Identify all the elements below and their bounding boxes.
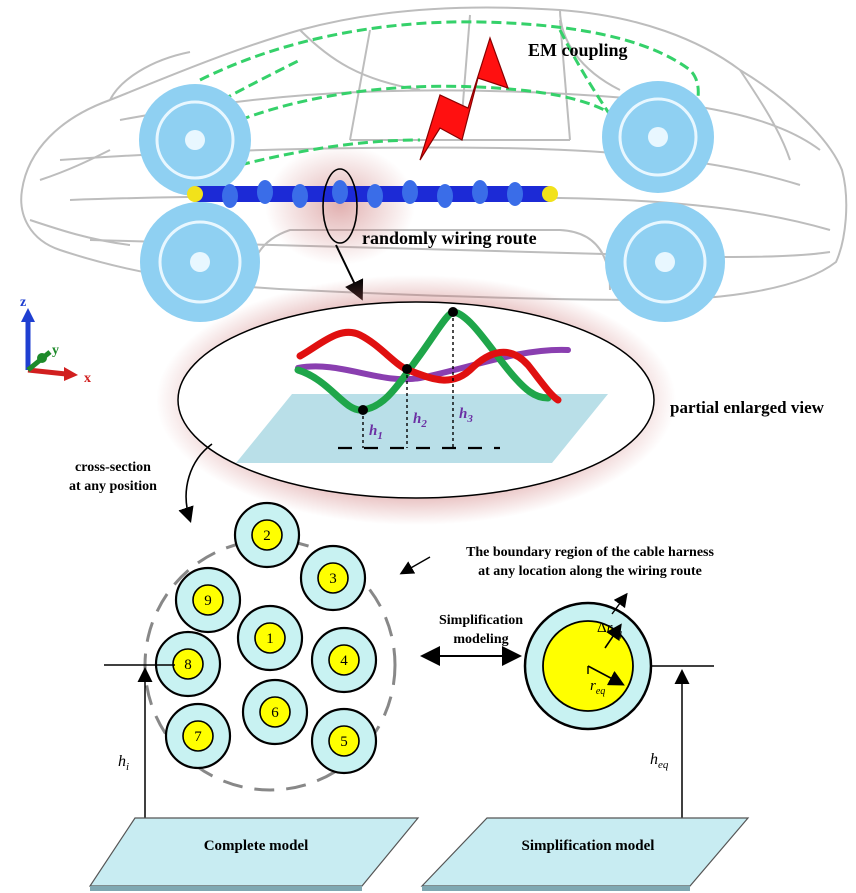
svg-text:9: 9 <box>204 593 212 609</box>
wheel-rear-lower <box>605 202 725 322</box>
boundary-pointer-arrow <box>399 556 431 575</box>
svg-text:8: 8 <box>184 657 192 673</box>
harness-selection-ring <box>322 168 358 244</box>
car-wheels <box>139 81 725 322</box>
cable-harness-route <box>187 180 558 208</box>
conductor-4: 4 <box>310 626 378 694</box>
em-coupling-label: EM coupling <box>528 40 628 60</box>
complete-model-plane-edge <box>90 886 362 891</box>
svg-text:5: 5 <box>340 734 348 750</box>
cable-green <box>294 308 552 414</box>
harness-glow-spot <box>265 145 415 265</box>
boundary-label-line1: The boundary region of the cable harness <box>466 545 714 560</box>
conductor-6: 6 <box>241 678 309 746</box>
conductor-8: 8 <box>154 630 222 698</box>
simplification-model-plane-edge <box>422 886 690 891</box>
svg-text:6: 6 <box>271 705 279 721</box>
conductor-9: 9 <box>174 566 242 634</box>
ground-plane-enlarged <box>236 394 608 463</box>
hi-label: hi <box>118 753 129 773</box>
h2-label: h2 <box>413 411 427 430</box>
svg-text:7: 7 <box>194 729 202 745</box>
cross-section-label-line2: at any position <box>69 479 157 494</box>
wiring-route-label: randomly wiring route <box>362 228 537 248</box>
svg-text:2: 2 <box>263 528 271 544</box>
conductor-3: 3 <box>299 544 367 612</box>
conductor-2: 2 <box>233 501 301 569</box>
cable-bundle-enlarged <box>294 308 571 414</box>
svg-text:3: 3 <box>329 571 337 587</box>
axis-z-label: z <box>20 295 26 310</box>
simplification-label-line1: Simplification <box>439 613 523 628</box>
axis-x-label: x <box>84 371 91 386</box>
simplification-label-line2: modeling <box>453 632 508 647</box>
em-lightning-icon <box>419 36 509 161</box>
svg-text:4: 4 <box>340 653 348 669</box>
cross-section-label-line1: cross-section <box>75 460 151 475</box>
axis-y-label: y <box>52 343 59 358</box>
h3-label: h3 <box>459 406 473 425</box>
conductor-5: 5 <box>310 707 378 775</box>
conductor-1: 1 <box>236 604 304 672</box>
complete-model-label: Complete model <box>204 838 309 854</box>
height-markers: h1 h2 h3 <box>358 307 473 448</box>
conductor-7: 7 <box>164 702 232 770</box>
simplification-model-label: Simplification model <box>522 838 655 854</box>
cable-red <box>296 328 562 404</box>
enlarged-view-label: partial enlarged view <box>670 398 825 417</box>
equivalent-conductor <box>523 592 653 731</box>
heq-label: heq <box>650 751 669 771</box>
axis-triad: z y x <box>20 295 91 386</box>
h1-label: h1 <box>369 423 383 442</box>
wheel-front-lower <box>140 202 260 322</box>
req-label: req <box>590 678 605 697</box>
delta-req-label: Δreq <box>597 620 622 639</box>
wheel-front-upper <box>139 84 251 196</box>
boundary-label-line2: at any location along the wiring route <box>478 564 702 579</box>
svg-text:1: 1 <box>266 631 274 647</box>
wheel-rear-upper <box>602 81 714 193</box>
cross-section-arrow <box>178 443 213 524</box>
conductor-group: 2 3 9 1 4 8 6 <box>154 501 378 775</box>
